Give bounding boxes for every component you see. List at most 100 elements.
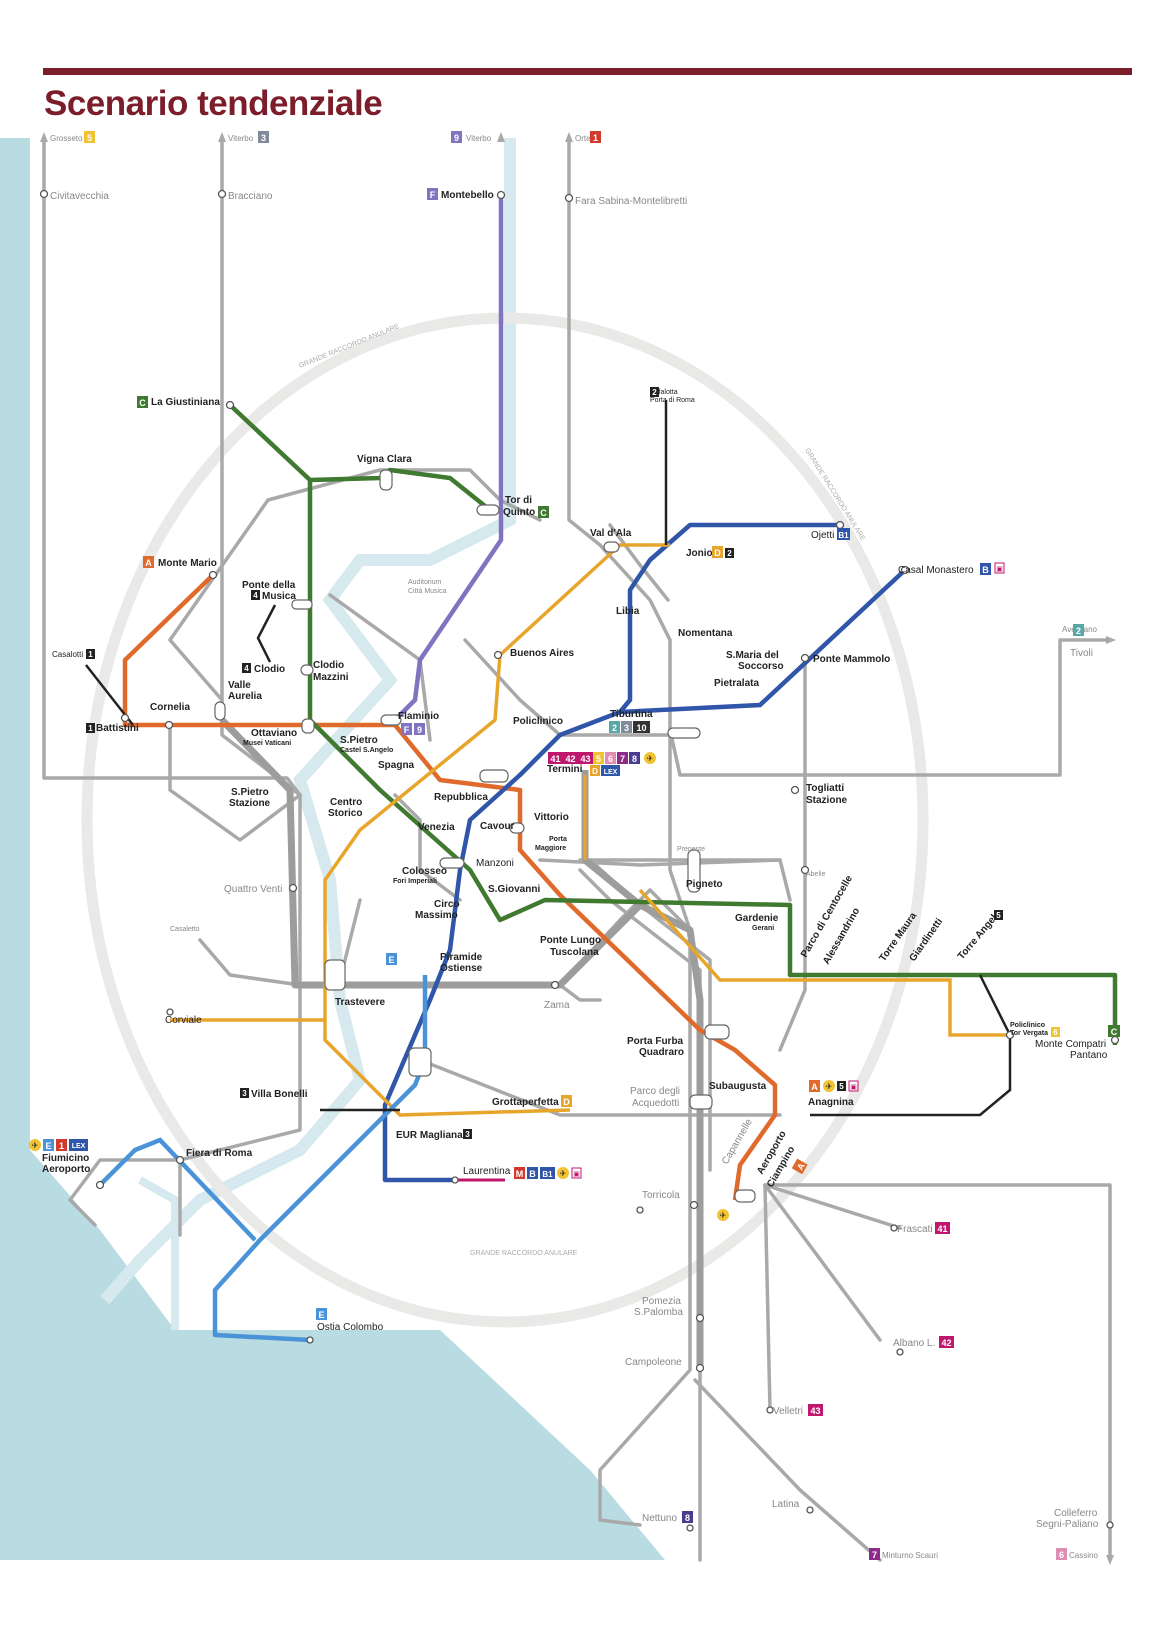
- station-clodio-mazzini: Clodio: [313, 660, 344, 671]
- station-pietralata: Pietralata: [714, 678, 759, 689]
- station-porta-maggiore: Porta: [549, 836, 567, 843]
- badge-b: B: [982, 565, 989, 575]
- major-labels: Montebello La Giustiniana Vigna Clara To…: [42, 190, 1108, 1333]
- station-markers: [214, 469, 756, 1203]
- airport-icon: ✈: [32, 1141, 39, 1150]
- badge-43: 43: [580, 754, 590, 764]
- badge-fl5: 5: [839, 1082, 844, 1091]
- station-fiumicino: Fiumicino: [42, 1153, 89, 1164]
- airport-icon: ✈: [826, 1082, 833, 1091]
- station-musei-vaticani: Musei Vaticani: [243, 740, 291, 747]
- station-ostiense: Ostiense: [440, 963, 483, 974]
- badge-b1: B1: [838, 531, 849, 540]
- station-corviale: Corviale: [165, 1015, 202, 1026]
- station-tuscolana: Tuscolana: [550, 947, 599, 958]
- station-centro-storico: Centro: [330, 797, 362, 808]
- station-nomentana: Nomentana: [678, 628, 733, 639]
- station-circo-massimo: Circo: [434, 899, 460, 910]
- ring-road-label: GRANDE RACCORDO ANULARE: [470, 1250, 578, 1257]
- fl1-line: [567, 136, 692, 932]
- airport-icon: ✈: [720, 1211, 727, 1220]
- badge-fl3: 3: [465, 1130, 470, 1139]
- badge-42: 42: [941, 1338, 951, 1348]
- badge-fl7: 7: [872, 1550, 877, 1560]
- station-aurelia: Aurelia: [228, 691, 262, 702]
- station-subaugusta: Subaugusta: [709, 1081, 767, 1092]
- badge-a: A: [145, 558, 152, 568]
- station-castel-sangelo: Castel S.Angelo: [340, 747, 393, 754]
- badge-fl4: 4: [244, 664, 249, 673]
- station-frascati: Frascati: [897, 1224, 933, 1235]
- station-montebello: Montebello: [441, 190, 494, 201]
- fl6-line: [763, 1183, 1112, 1562]
- arrow-heads: [40, 132, 1116, 1565]
- station-grosseto: Grosseto: [50, 134, 83, 143]
- station-citta-musica: Città Musica: [408, 588, 447, 595]
- ring-road: [81, 312, 929, 1328]
- station-spietro-stazione: Stazione: [229, 798, 271, 809]
- badge-fl5: 5: [87, 133, 92, 143]
- badge-f: F: [430, 190, 436, 200]
- station-viterbo: Viterbo: [228, 134, 254, 143]
- badge-lex: LEX: [604, 769, 618, 776]
- station-ponte-mammolo: Ponte Mammolo: [813, 654, 890, 665]
- station-trastevere: Trastevere: [335, 997, 385, 1008]
- station-campoleone: Campoleone: [625, 1357, 682, 1368]
- station-musica: Musica: [262, 591, 296, 602]
- station-orte: Orte: [575, 134, 591, 143]
- bus-icon: ▣: [850, 1084, 857, 1091]
- station-tor-di: Tor di: [505, 495, 532, 506]
- metro-line-d: [323, 543, 670, 1117]
- station-segni-paliano: Segni-Paliano: [1036, 1519, 1099, 1530]
- station-parco-degli: Parco degli: [630, 1086, 680, 1097]
- station-la-giustiniana: La Giustiniana: [151, 397, 220, 408]
- station-torricola: Torricola: [642, 1190, 680, 1201]
- station-fara-sabina: Fara Sabina-Montelibretti: [575, 196, 687, 207]
- badge-d: D: [592, 767, 598, 776]
- station-porta-maggiore: Maggiore: [535, 845, 566, 852]
- badge-c: C: [139, 398, 146, 408]
- station-fiumicino-aeroporto: Aeroporto: [42, 1164, 90, 1175]
- station-cassino: Cassino: [1069, 1551, 1098, 1560]
- badge-b: B: [529, 1169, 536, 1179]
- station-spalomba: S.Palomba: [634, 1307, 683, 1318]
- title-rule: [43, 68, 1132, 75]
- badge-fl3: 3: [624, 723, 629, 733]
- airport-icon: ✈: [647, 754, 654, 763]
- badge-fl8: 8: [632, 754, 637, 764]
- station-monte-compatri: Monte Compatri: [1035, 1039, 1106, 1050]
- station-togliatti-stazione: Stazione: [806, 795, 848, 806]
- tiber-branch: [138, 1176, 179, 1330]
- badge-a: A: [795, 1161, 807, 1172]
- badge-fl6: 6: [1059, 1550, 1064, 1560]
- station-porta-di-roma: Porta di Roma: [650, 397, 695, 404]
- station-policlinico: Policlinico: [513, 716, 563, 727]
- badge-fl2: 2: [1076, 626, 1081, 636]
- station-battistini: Battistini: [96, 723, 139, 734]
- ring-road-label: GRANDE RACCORDO ANULARE: [803, 447, 866, 542]
- station-fiera-roma: Fiera di Roma: [186, 1148, 253, 1159]
- badge-fl2: 2: [652, 388, 657, 397]
- station-manzoni: Manzoni: [476, 858, 514, 869]
- station-policlinico-tor-vergata: Tor Vergata: [1010, 1030, 1048, 1037]
- station-minturno: Minturno Scauri: [882, 1551, 938, 1560]
- badge-d: D: [563, 1097, 570, 1107]
- station-quattro-venti: Quattro Venti: [224, 884, 282, 895]
- badge-fl9: 9: [417, 725, 422, 735]
- ring-road-label: GRANDE RACCORDO ANULARE: [298, 323, 400, 370]
- station-ponte-lungo: Ponte Lungo: [540, 935, 601, 946]
- station-nettuno: Nettuno: [642, 1513, 677, 1524]
- fl7-line: [693, 1378, 882, 1562]
- badge-d: D: [714, 548, 721, 558]
- badge-b1: B1: [542, 1170, 553, 1179]
- badge-fl3: 3: [261, 133, 266, 143]
- station-capannelle: Capannelle: [720, 1117, 755, 1167]
- line-badges: 5 3 9 1 F C C 2 B1 D 2 B A 4 4 1 1 2 F 9…: [29, 131, 1120, 1560]
- station-buenos-aires: Buenos Aires: [510, 648, 575, 659]
- station-smaria-soccorso: Soccorso: [738, 661, 784, 672]
- station-casaletto: Casaletto: [170, 926, 200, 933]
- station-val-dala: Val d'Ala: [590, 528, 632, 539]
- badge-c: C: [540, 508, 547, 518]
- station-pantano: Pantano: [1070, 1050, 1108, 1061]
